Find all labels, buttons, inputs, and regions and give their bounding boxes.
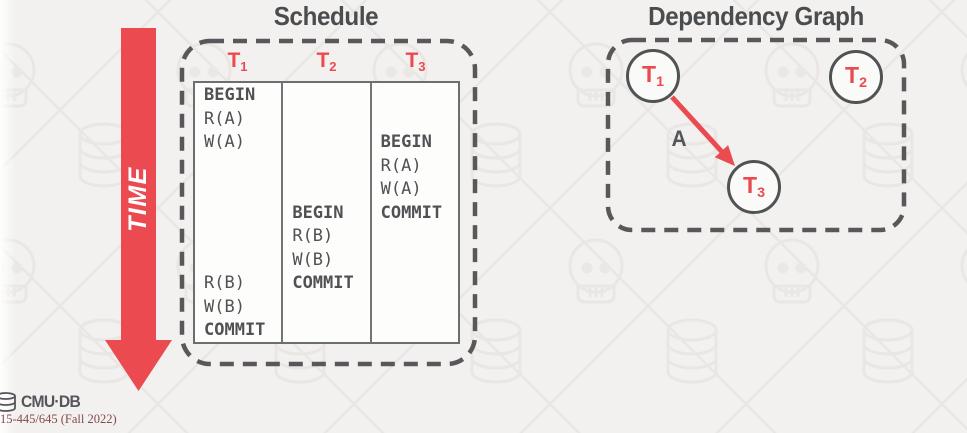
dependency-node-t3: T3 [727,160,781,214]
schedule-title: Schedule [273,1,379,31]
dependency-edge-label: A [671,126,687,151]
schedule-row: W(B) [195,247,458,272]
schedule-row: W(B) [195,294,458,319]
node-label: T3 [743,171,765,201]
time-arrow-label: TIME [124,166,152,232]
schedule-row: W(A) [195,177,458,201]
schedule-cell [283,318,372,343]
schedule-cell [372,107,458,131]
dependency-graph-title: Dependency Graph [648,1,864,31]
schedule-cell: BEGIN [283,200,372,225]
database-logo-icon [0,392,16,412]
schedule-cell [283,153,372,178]
schedule-cell: R(B) [283,224,372,248]
schedule-row: W(A) BEGIN [195,130,458,154]
transaction-subscript: 3 [418,59,426,74]
transaction-subscript: 2 [859,74,867,91]
transaction-subscript: 3 [757,184,765,201]
transaction-label: T [743,171,758,198]
schedule-column-header-t1: T1 [193,49,282,74]
schedule-row: R(B) [195,224,458,248]
node-label: T1 [642,60,664,90]
schedule-cell [195,224,284,248]
schedule-cell [372,318,458,342]
schedule-cell: W(B) [283,247,372,272]
transaction-subscript: 2 [329,59,337,74]
schedule-cell: W(B) [195,294,284,319]
transaction-label: T [227,49,241,72]
schedule-cell [195,200,284,225]
dependency-node-t1: T1 [626,49,680,103]
schedule-cell [372,271,458,295]
schedule-cell [195,153,284,178]
schedule-cell: R(A) [195,106,284,131]
transaction-label: T [642,60,657,87]
schedule-cell [372,295,458,319]
schedule-cell [283,130,372,154]
schedule-cell [372,83,458,107]
cmu-db-logo-text: CMU·DB [21,392,81,411]
schedule-cell [372,224,458,248]
schedule-cell [195,247,284,272]
transaction-label: T [845,61,860,88]
course-label: 15-445/645 (Fall 2022) [0,412,117,426]
schedule-cell: W(A) [195,130,284,154]
node-label: T2 [845,61,867,91]
schedule-cell: W(A) [380,179,422,200]
schedule-row: BEGIN COMMIT [195,200,458,225]
left-edge-fade [0,0,16,433]
schedule-cell: R(A) [380,155,422,176]
schedule-cell: R(B) [195,271,284,295]
transaction-subscript: 1 [240,59,248,74]
schedule-cell [283,106,372,131]
schedule-cell: COMMIT [380,202,443,223]
schedule-row: R(A) [195,153,458,178]
schedule-column-header-t2: T2 [282,49,371,74]
dependency-node-t2: T2 [829,50,883,104]
transaction-label: T [405,49,419,72]
transaction-label: T [316,49,330,72]
schedule-row: R(A) [195,106,458,131]
schedule-cell [195,177,284,201]
schedule-cell [283,177,372,201]
footer-logo: CMU·DB [0,392,85,412]
schedule-cell: BEGIN [195,83,284,107]
schedule-cell: COMMIT [283,271,372,295]
transaction-subscript: 1 [656,73,664,90]
schedule-cell [283,83,372,107]
schedule-row: R(B)COMMIT [195,271,458,295]
schedule-cell [283,294,372,319]
schedule-cell: COMMIT [195,318,284,343]
schedule-cell: BEGIN [380,132,432,153]
schedule-column-header-t3: T3 [371,49,460,74]
schedule-row: BEGIN [195,83,458,107]
schedule-row: COMMIT [195,318,458,343]
schedule-cell [372,248,458,272]
